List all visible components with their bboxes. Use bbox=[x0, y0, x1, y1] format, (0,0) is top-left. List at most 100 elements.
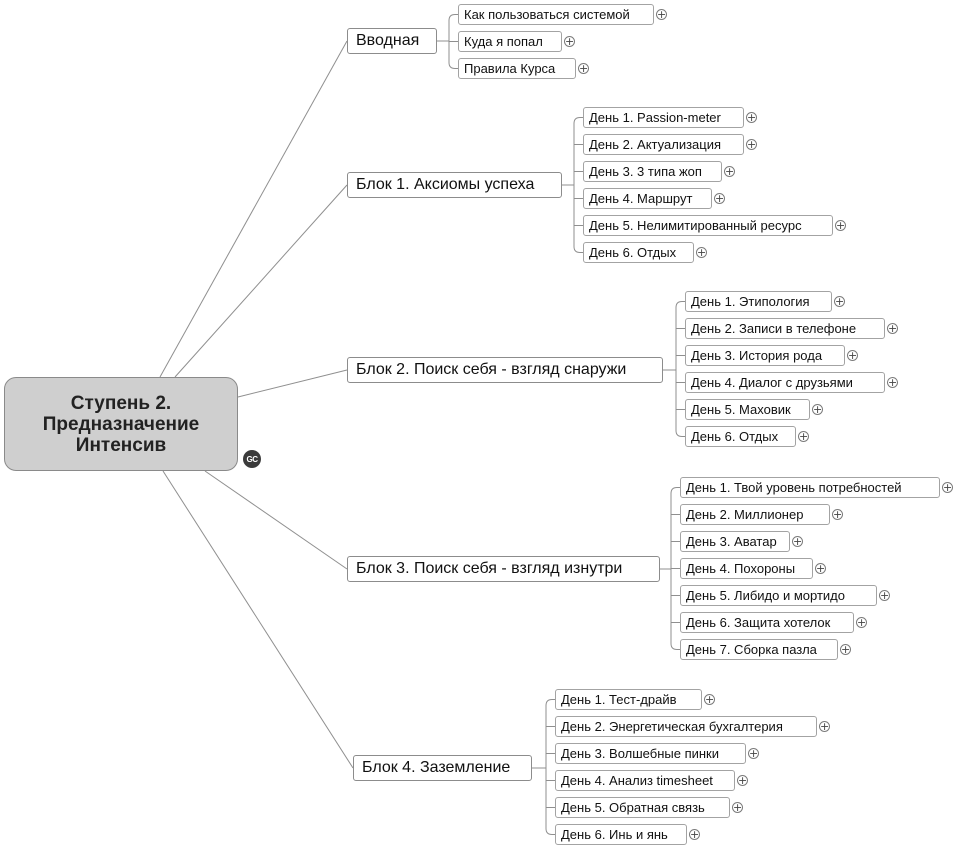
subtopic-label: День 3. 3 типа жоп bbox=[589, 164, 702, 179]
expand-plus-icon[interactable]: + bbox=[847, 349, 858, 362]
subtopic[interactable]: День 2. Миллионер bbox=[680, 504, 830, 525]
expand-plus-icon[interactable]: + bbox=[689, 828, 700, 841]
expand-plus-icon[interactable]: + bbox=[812, 403, 823, 416]
expand-plus-icon[interactable]: + bbox=[714, 192, 725, 205]
connector-line bbox=[675, 301, 683, 437]
expand-plus-icon[interactable]: + bbox=[564, 35, 575, 48]
connector-line bbox=[545, 699, 553, 835]
subtopic[interactable]: День 4. Анализ timesheet bbox=[555, 770, 735, 791]
subtopic-label: День 5. Маховик bbox=[691, 402, 791, 417]
expand-plus-icon[interactable]: + bbox=[834, 295, 845, 308]
expand-plus-icon[interactable]: + bbox=[887, 376, 898, 389]
subtopic[interactable]: День 1. Тест-драйв bbox=[555, 689, 702, 710]
connector-line bbox=[204, 470, 348, 570]
connector-line bbox=[573, 117, 581, 253]
branch-topic-1[interactable]: Вводная bbox=[347, 28, 437, 54]
subtopic[interactable]: День 1. Этипология bbox=[685, 291, 832, 312]
subtopic[interactable]: День 3. Аватар bbox=[680, 531, 790, 552]
connector-line bbox=[159, 40, 348, 378]
subtopic[interactable]: День 6. Отдых bbox=[685, 426, 796, 447]
subtopic-label: День 6. Защита хотелок bbox=[686, 615, 831, 630]
subtopic-label: День 3. Аватар bbox=[686, 534, 777, 549]
subtopic[interactable]: День 3. История рода bbox=[685, 345, 845, 366]
expand-plus-icon[interactable]: + bbox=[835, 219, 846, 232]
gc-logo-icon: GC bbox=[243, 450, 261, 468]
expand-plus-icon[interactable]: + bbox=[748, 747, 759, 760]
expand-plus-icon[interactable]: + bbox=[737, 774, 748, 787]
expand-plus-icon[interactable]: + bbox=[792, 535, 803, 548]
subtopic[interactable]: День 5. Нелимитированный ресурс bbox=[583, 215, 833, 236]
subtopic-label: День 4. Похороны bbox=[686, 561, 796, 576]
subtopic-label: День 4. Маршрут bbox=[589, 191, 693, 206]
subtopic-label: День 2. Энергетическая бухгалтерия bbox=[561, 719, 783, 734]
expand-plus-icon[interactable]: + bbox=[704, 693, 715, 706]
subtopic-label: День 6. Отдых bbox=[589, 245, 677, 260]
subtopic-label: День 7. Сборка пазла bbox=[686, 642, 817, 657]
branch-topic-label: Блок 2. Поиск себя - взгляд снаружи bbox=[356, 361, 627, 378]
expand-plus-icon[interactable]: + bbox=[879, 589, 890, 602]
expand-plus-icon[interactable]: + bbox=[856, 616, 867, 629]
subtopic-label: День 1. Этипология bbox=[691, 294, 810, 309]
subtopic[interactable]: День 2. Записи в телефоне bbox=[685, 318, 885, 339]
subtopic[interactable]: День 5. Обратная связь bbox=[555, 797, 730, 818]
expand-plus-icon[interactable]: + bbox=[840, 643, 851, 656]
subtopic[interactable]: День 6. Отдых bbox=[583, 242, 694, 263]
subtopic-label: День 4. Анализ timesheet bbox=[561, 773, 713, 788]
expand-plus-icon[interactable]: + bbox=[696, 246, 707, 259]
subtopic-label: Как пользоваться системой bbox=[464, 7, 630, 22]
subtopic[interactable]: День 6. Инь и янь bbox=[555, 824, 687, 845]
subtopic[interactable]: День 3. Волшебные пинки bbox=[555, 743, 746, 764]
expand-plus-icon[interactable]: + bbox=[832, 508, 843, 521]
subtopic-label: День 6. Инь и янь bbox=[561, 827, 668, 842]
branch-topic-5[interactable]: Блок 4. Заземление bbox=[353, 755, 532, 781]
subtopic[interactable]: День 2. Актуализация bbox=[583, 134, 744, 155]
branch-topic-label: Блок 3. Поиск себя - взгляд изнутри bbox=[356, 560, 623, 577]
expand-plus-icon[interactable]: + bbox=[724, 165, 735, 178]
subtopic-label: День 3. Волшебные пинки bbox=[561, 746, 720, 761]
branch-topic-3[interactable]: Блок 2. Поиск себя - взгляд снаружи bbox=[347, 357, 663, 383]
subtopic-label: День 5. Обратная связь bbox=[561, 800, 705, 815]
subtopic[interactable]: День 2. Энергетическая бухгалтерия bbox=[555, 716, 817, 737]
expand-plus-icon[interactable]: + bbox=[887, 322, 898, 335]
expand-plus-icon[interactable]: + bbox=[746, 111, 757, 124]
central-topic[interactable]: Ступень 2. Предназначение Интенсив bbox=[4, 377, 238, 471]
subtopic[interactable]: День 6. Защита хотелок bbox=[680, 612, 854, 633]
expand-plus-icon[interactable]: + bbox=[578, 62, 589, 75]
subtopic-label: День 1. Тест-драйв bbox=[561, 692, 677, 707]
expand-plus-icon[interactable]: + bbox=[798, 430, 809, 443]
expand-plus-icon[interactable]: + bbox=[815, 562, 826, 575]
connector-line bbox=[162, 470, 354, 769]
branch-topic-2[interactable]: Блок 1. Аксиомы успеха bbox=[347, 172, 562, 198]
expand-plus-icon[interactable]: + bbox=[819, 720, 830, 733]
expand-plus-icon[interactable]: + bbox=[656, 8, 667, 21]
subtopic[interactable]: День 4. Похороны bbox=[680, 558, 813, 579]
expand-plus-icon[interactable]: + bbox=[746, 138, 757, 151]
subtopic-label: День 2. Записи в телефоне bbox=[691, 321, 857, 336]
subtopic-label: День 1. Passion-meter bbox=[589, 110, 721, 125]
expand-plus-icon[interactable]: + bbox=[732, 801, 743, 814]
branch-topic-label: Блок 4. Заземление bbox=[362, 759, 511, 776]
subtopic[interactable]: День 4. Диалог с друзьями bbox=[685, 372, 885, 393]
subtopic[interactable]: Правила Курса bbox=[458, 58, 576, 79]
subtopic[interactable]: День 7. Сборка пазла bbox=[680, 639, 838, 660]
central-topic-title: Ступень 2. Предназначение Интенсив bbox=[42, 392, 200, 456]
subtopic[interactable]: День 1. Passion-meter bbox=[583, 107, 744, 128]
subtopic[interactable]: День 3. 3 типа жоп bbox=[583, 161, 722, 182]
subtopic-label: День 5. Нелимитированный ресурс bbox=[589, 218, 802, 233]
branch-topic-4[interactable]: Блок 3. Поиск себя - взгляд изнутри bbox=[347, 556, 660, 582]
subtopic[interactable]: Куда я попал bbox=[458, 31, 562, 52]
branch-topic-label: Вводная bbox=[356, 32, 420, 49]
subtopic-label: День 2. Миллионер bbox=[686, 507, 804, 522]
subtopic[interactable]: День 5. Маховик bbox=[685, 399, 810, 420]
expand-plus-icon[interactable]: + bbox=[942, 481, 953, 494]
subtopic[interactable]: День 1. Твой уровень потребностей bbox=[680, 477, 940, 498]
subtopic[interactable]: День 4. Маршрут bbox=[583, 188, 712, 209]
subtopic[interactable]: Как пользоваться системой bbox=[458, 4, 654, 25]
subtopic[interactable]: День 5. Либидо и мортидо bbox=[680, 585, 877, 606]
subtopic-label: День 5. Либидо и мортидо bbox=[686, 588, 845, 603]
subtopic-label: Правила Курса bbox=[464, 61, 556, 76]
branch-topic-label: Блок 1. Аксиомы успеха bbox=[356, 176, 535, 193]
subtopic-label: День 3. История рода bbox=[691, 348, 823, 363]
subtopic-label: День 1. Твой уровень потребностей bbox=[686, 480, 902, 495]
